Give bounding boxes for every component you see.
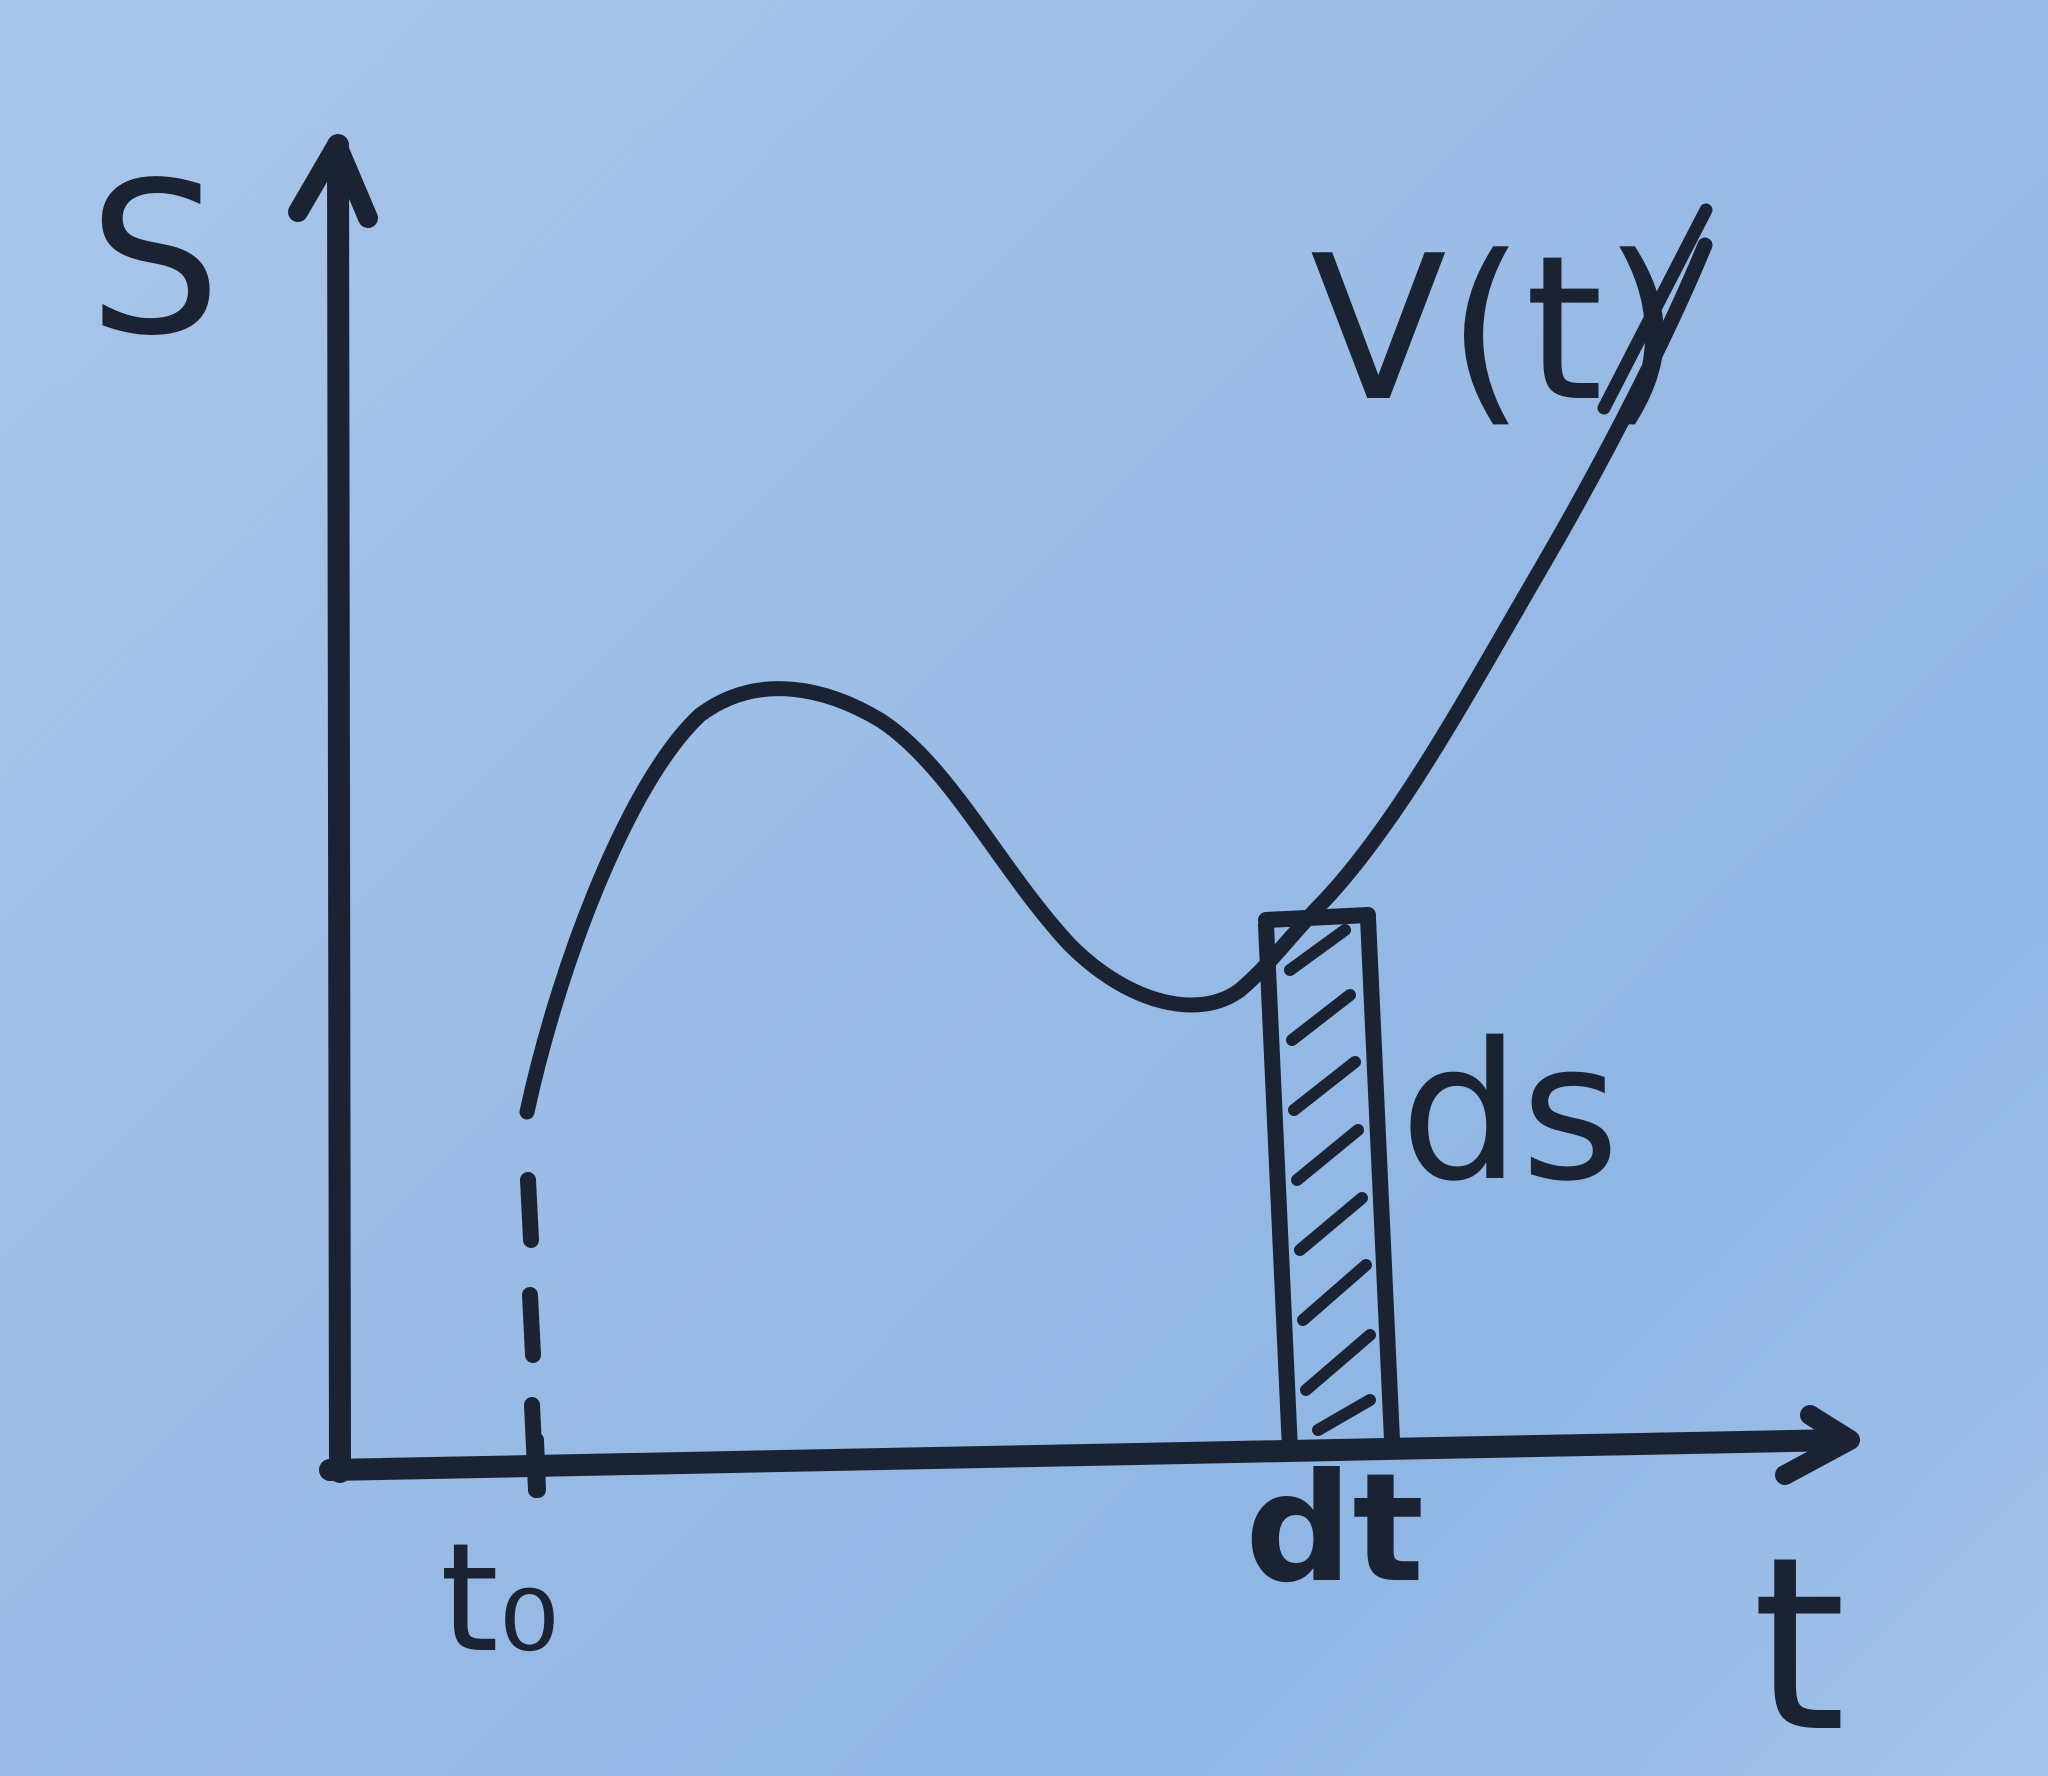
x-axis-label: t bbox=[1752, 1505, 1846, 1776]
t0-tick bbox=[528, 1432, 546, 1498]
velocity-curve bbox=[519, 237, 1713, 1120]
t0-label: t₀ bbox=[440, 1512, 559, 1686]
curve-label: V(t) bbox=[1310, 213, 1681, 446]
dt-label: dt bbox=[1245, 1442, 1424, 1616]
velocity-curve-end-stroke bbox=[1597, 203, 1713, 415]
ds-label: ds bbox=[1400, 1002, 1620, 1223]
ds-strip bbox=[1258, 907, 1400, 1458]
y-axis-label: S bbox=[88, 137, 221, 382]
strip-hatching bbox=[1284, 924, 1376, 1436]
y-axis bbox=[288, 134, 378, 1483]
x-axis bbox=[319, 1405, 1860, 1485]
